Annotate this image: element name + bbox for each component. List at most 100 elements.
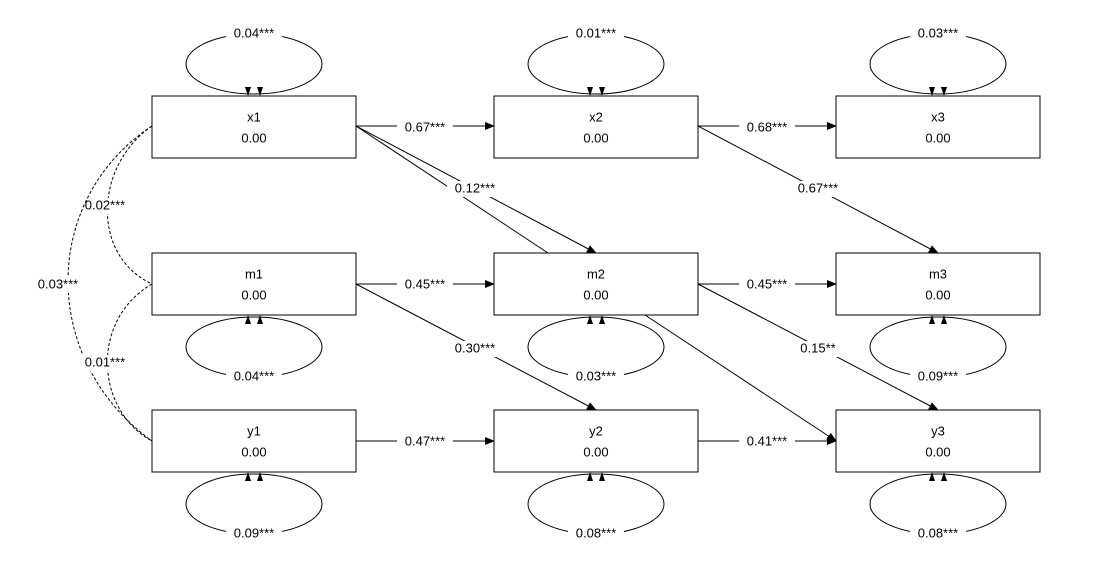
covariance-label-bg [30, 277, 86, 293]
node-y2: y2 0.00 [493, 409, 699, 473]
node-name: y2 [589, 423, 603, 438]
variance-arrowhead [587, 87, 593, 96]
node-name: x1 [247, 109, 261, 124]
path-y1-y2: 0.47*** [356, 433, 495, 450]
node-name: m1 [245, 266, 263, 281]
path-coefficient-bg [739, 120, 795, 136]
variance-y1: 0.09*** [185, 472, 323, 542]
variance-arrowhead [257, 472, 263, 481]
variance-label: 0.03*** [918, 25, 958, 40]
node-value: 0.00 [241, 130, 266, 145]
path-coefficient: 0.12*** [455, 180, 495, 195]
variance-loop [527, 33, 665, 95]
variance-label: 0.09*** [918, 368, 958, 383]
variance-arrowhead [599, 87, 605, 96]
node-name: x3 [931, 109, 945, 124]
variance-arrowhead [587, 315, 593, 324]
covariance-label-bg [77, 355, 133, 371]
node-name: m3 [929, 266, 947, 281]
variance-x3: 0.03*** [869, 25, 1007, 96]
variance-arrowhead [941, 315, 947, 324]
node-value: 0.00 [925, 287, 950, 302]
variance-label: 0.08*** [918, 525, 958, 540]
variance-label: 0.04*** [234, 25, 274, 40]
node-name: m2 [587, 266, 605, 281]
path-coefficient: 0.68*** [747, 119, 787, 134]
path-y2-y3: 0.41*** [698, 433, 837, 450]
variance-label-bg [226, 26, 282, 42]
variance-arrowhead [257, 87, 263, 96]
variance-label-bg [226, 369, 282, 385]
path-x1-x2: 0.67*** [356, 119, 495, 136]
variance-y3: 0.08*** [869, 472, 1007, 542]
path-coefficient-bg [739, 434, 795, 450]
path-coefficient: 0.67*** [405, 119, 445, 134]
node-x3: x3 0.00 [835, 95, 1041, 159]
path-coefficient: 0.67*** [798, 180, 838, 195]
path-coefficient: 0.41*** [747, 433, 787, 448]
path-x1-m2: 0.12*** [355, 125, 597, 254]
variance-arrowhead [929, 87, 935, 96]
covariance-label: 0.03*** [38, 276, 78, 291]
variance-arrowhead [929, 315, 935, 324]
node-m1: m1 0.00 [151, 252, 357, 316]
node-value: 0.00 [583, 130, 608, 145]
path-coefficient-bg [793, 341, 843, 357]
node-name: x2 [589, 109, 603, 124]
path-coefficient-bg [397, 120, 453, 136]
variance-loop [869, 33, 1007, 95]
node-box [151, 252, 357, 316]
variance-m2: 0.03*** [527, 315, 665, 385]
variance-label: 0.08*** [576, 525, 616, 540]
variance-x1: 0.04*** [185, 25, 323, 96]
node-box [493, 252, 699, 316]
path-m2-m3: 0.45*** [698, 276, 837, 293]
variance-arrowhead [245, 87, 251, 96]
variance-label-bg [910, 526, 966, 542]
variance-loop [185, 33, 323, 95]
variance-arrowhead [941, 472, 947, 481]
path-coefficient-bg [790, 181, 846, 197]
node-name: y3 [931, 423, 945, 438]
node-value: 0.00 [241, 444, 266, 459]
path-m1-y2: 0.30*** [355, 283, 597, 411]
variance-label-bg [910, 26, 966, 42]
node-x2: x2 0.00 [493, 95, 699, 159]
node-value: 0.00 [241, 287, 266, 302]
variance-arrowhead [929, 472, 935, 481]
variance-label: 0.09*** [234, 525, 274, 540]
variance-label-bg [568, 526, 624, 542]
node-value: 0.00 [925, 130, 950, 145]
variance-arrowhead [245, 315, 251, 324]
variance-arrowhead [599, 315, 605, 324]
variance-arrowhead [941, 87, 947, 96]
covariance-m1-y1: 0.01*** [77, 283, 153, 442]
covariance-label: 0.02*** [85, 197, 125, 212]
node-value: 0.00 [925, 444, 950, 459]
node-value: 0.00 [583, 444, 608, 459]
variance-label-bg [910, 369, 966, 385]
path-m1-m2: 0.45*** [356, 276, 495, 293]
node-box [493, 409, 699, 473]
variance-label: 0.04*** [234, 368, 274, 383]
node-x1: x1 0.00 [151, 95, 357, 159]
variance-arrowhead [245, 472, 251, 481]
variance-m1: 0.04*** [185, 315, 323, 385]
variance-x2: 0.01*** [527, 25, 665, 96]
path-coefficient: 0.30*** [455, 340, 495, 355]
variance-layer: 0.04*** 0.01*** 0.03*** 0.04*** 0.03*** 0.09*… [185, 25, 1007, 542]
path-coefficient: 0.45*** [747, 276, 787, 291]
variance-y2: 0.08*** [527, 472, 665, 542]
node-y1: y10.00 [151, 409, 357, 473]
node-m3: m3 0.00 [835, 252, 1041, 316]
node-box [835, 95, 1041, 159]
node-box [835, 252, 1041, 316]
path-m2-y3: 0.15** [697, 283, 939, 411]
variance-label: 0.03*** [576, 368, 616, 383]
covariance-layer: 0.02*** 0.03*** 0.01*** [30, 125, 153, 442]
path-coefficient-bg [739, 277, 795, 293]
variance-arrowhead [599, 472, 605, 481]
covariance-label: 0.01*** [85, 354, 125, 369]
node-box [151, 95, 357, 159]
